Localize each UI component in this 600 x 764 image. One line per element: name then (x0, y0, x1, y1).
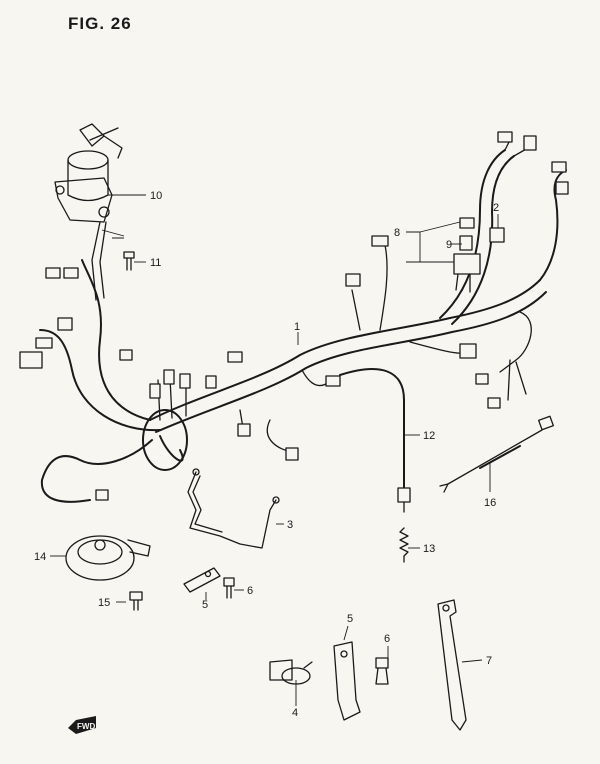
bolt-6b (375, 657, 389, 685)
callout-5b: 5 (347, 613, 353, 625)
callout-6b: 6 (384, 633, 390, 645)
wiring-harness (19, 131, 569, 503)
callout-10: 10 (150, 190, 162, 202)
clamp-5 (183, 567, 221, 593)
callout-5: 5 (202, 599, 208, 611)
callout-7: 7 (486, 655, 492, 667)
bolt-11 (123, 251, 135, 271)
callout-12: 12 (423, 430, 435, 442)
bolt-6 (223, 577, 235, 599)
callout-13: 13 (423, 543, 435, 555)
figure-title: FIG. 26 (68, 14, 132, 33)
leader-lines (50, 194, 499, 706)
cable-12 (339, 367, 411, 513)
fwd-label: FWD (77, 722, 95, 731)
rod-16 (439, 415, 554, 493)
bolt-15 (129, 591, 143, 611)
band-clamp-5 (333, 641, 361, 721)
ignition-switch (54, 123, 123, 301)
callout-14: 14 (34, 551, 46, 563)
callout-6: 6 (247, 585, 253, 597)
horn-14 (65, 535, 151, 581)
fwd-arrow-icon: FWD (68, 716, 96, 734)
spring-13 (399, 527, 409, 563)
callout-3: 3 (287, 519, 293, 531)
callout-labels: 1 2 3 4 5 6 7 8 9 10 11 12 13 14 15 5 6 … (34, 190, 499, 719)
cable-tie-7 (437, 599, 467, 731)
callout-8: 8 (394, 227, 400, 239)
callout-16: 16 (484, 497, 496, 509)
relay-cluster (453, 217, 505, 293)
callout-4: 4 (292, 707, 298, 719)
clip-4 (269, 659, 313, 685)
callout-9: 9 (446, 239, 452, 251)
callout-15: 15 (98, 597, 110, 609)
callout-2: 2 (493, 202, 499, 214)
bracket-3 (187, 468, 280, 549)
callout-11: 11 (150, 257, 161, 269)
callout-1: 1 (294, 321, 300, 333)
